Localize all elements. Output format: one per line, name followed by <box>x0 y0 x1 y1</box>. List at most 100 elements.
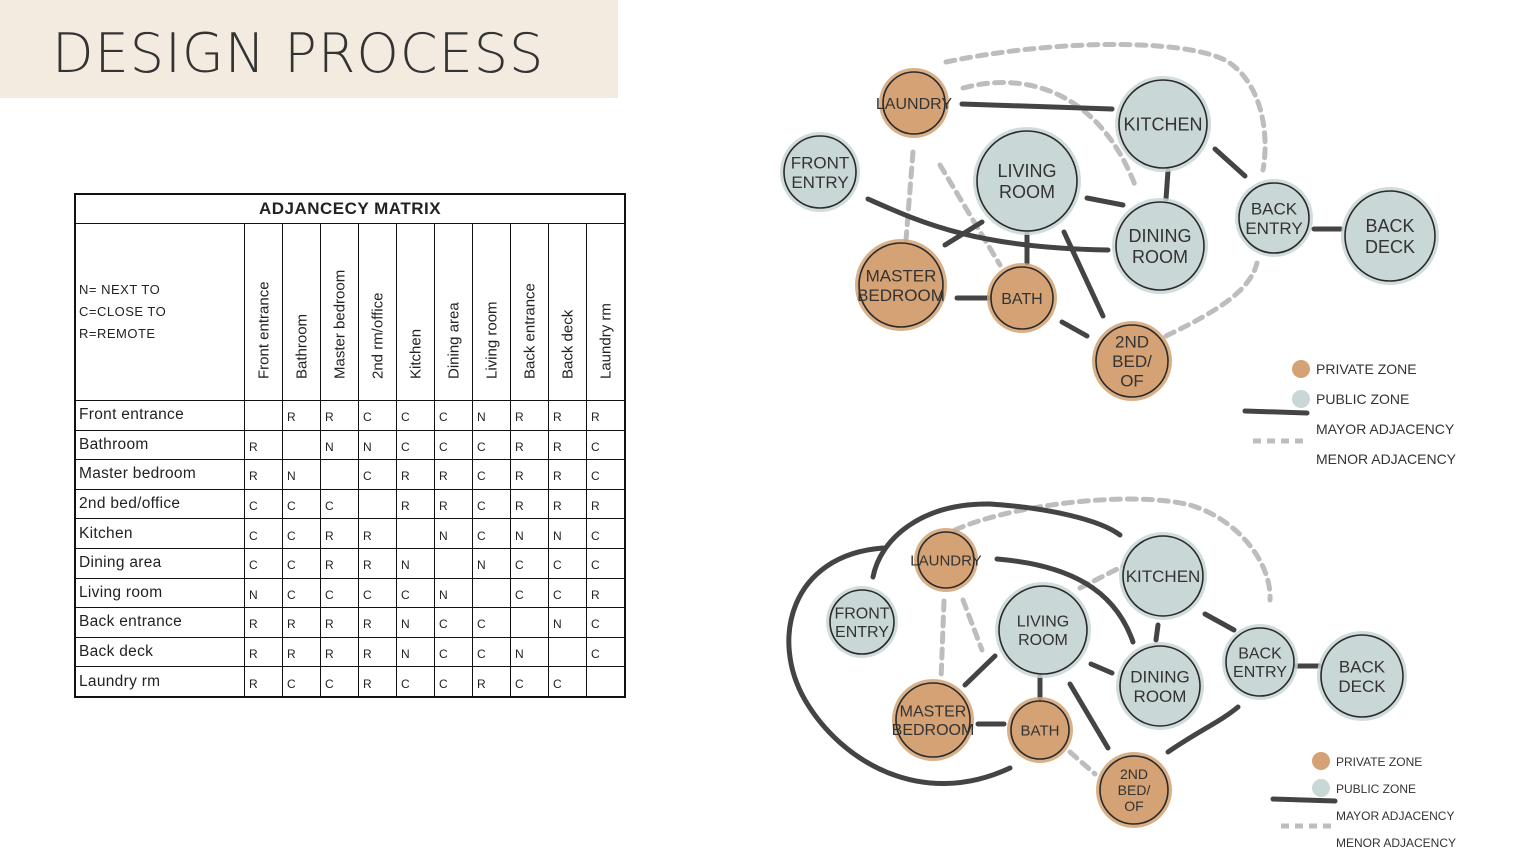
room-circle <box>1225 627 1295 697</box>
row-label: Front entrance <box>74 400 245 431</box>
room-label: MASTER <box>866 266 937 285</box>
major-adjacency-line <box>1212 146 1248 179</box>
room-circle <box>1010 700 1070 760</box>
matrix-cell <box>472 577 511 609</box>
room-circle <box>1115 201 1205 291</box>
room-label: LAUNDRY <box>876 96 953 113</box>
row-label: Master bedroom <box>74 459 245 490</box>
matrix-column-header: Laundry rm <box>586 223 626 401</box>
room-circle <box>976 130 1078 232</box>
minor-adjacency-line <box>1067 749 1098 777</box>
room-label: FRONT <box>791 153 850 172</box>
matrix-cell: R <box>510 429 549 461</box>
room-label: DINING <box>1130 667 1190 686</box>
room-circle <box>783 135 857 209</box>
matrix-cell <box>282 429 321 461</box>
major-adjacency-line <box>1059 319 1090 339</box>
major-adjacency-line <box>962 653 998 688</box>
room-label: 2ND <box>1120 766 1148 782</box>
room-label: ROOM <box>999 182 1055 202</box>
legend-label: PRIVATE ZONE <box>1316 361 1417 377</box>
legend-label: PUBLIC ZONE <box>1316 391 1409 407</box>
legend-label: MENOR ADJACENCY <box>1336 836 1456 850</box>
row-label: Laundry rm <box>74 666 245 698</box>
room-label: LAUNDRY <box>910 552 981 569</box>
bubble-diagram-2: LAUNDRYKITCHENFRONTENTRYLIVINGROOMDINING… <box>786 496 1456 850</box>
matrix-cell: C <box>472 518 511 549</box>
room-circle <box>1099 755 1169 825</box>
matrix-cell: C <box>244 488 283 520</box>
room-label: LIVING <box>1017 614 1069 631</box>
room-circle <box>882 71 946 135</box>
matrix-cell: C <box>434 666 473 698</box>
matrix-cell: R <box>510 400 549 431</box>
legend-label: MAYOR ADJACENCY <box>1336 809 1454 823</box>
page-title: DESIGN PROCESS <box>52 22 545 85</box>
room-label: KITCHEN <box>1126 567 1201 586</box>
room-label: ENTRY <box>1245 219 1302 238</box>
matrix-cell: C <box>282 666 321 698</box>
private-zone-swatch <box>1312 752 1330 770</box>
matrix-cell: C <box>548 577 587 609</box>
room-label: BED/ <box>1118 782 1151 798</box>
matrix-cell: C <box>320 577 359 609</box>
legend-label: PUBLIC ZONE <box>1336 782 1416 796</box>
major-adjacency-line <box>1061 229 1106 319</box>
major-adjacency-line <box>786 545 1013 786</box>
room-label: BED/ <box>1112 352 1152 371</box>
room-label: BEDROOM <box>857 286 945 305</box>
matrix-cell: R <box>320 607 359 638</box>
room-circle <box>998 585 1088 675</box>
row-label: Kitchen <box>74 518 245 549</box>
room-label: BACK <box>1365 216 1414 236</box>
matrix-cell: R <box>358 666 397 698</box>
room-label: 2ND <box>1115 333 1149 352</box>
room-label: BEDROOM <box>892 722 975 739</box>
room-label: ROOM <box>1018 632 1068 649</box>
room-circle <box>1238 182 1310 254</box>
matrix-cell: N <box>396 607 435 638</box>
room-label: BACK <box>1251 199 1298 218</box>
room-node: LAUNDRY <box>876 68 953 138</box>
room-label: FRONT <box>834 606 889 623</box>
matrix-cell: R <box>244 429 283 461</box>
room-circle <box>990 266 1054 330</box>
matrix-cell: C <box>320 666 359 698</box>
room-circle <box>1095 324 1169 398</box>
room-circle <box>1320 634 1404 718</box>
room-circle <box>858 242 944 328</box>
matrix-cell: C <box>396 666 435 698</box>
adjacency-matrix-table: ADJANCECY MATRIX N= NEXT TO C=CLOSE TO R… <box>74 193 626 698</box>
legend-label: MENOR ADJACENCY <box>1316 451 1457 467</box>
room-label: DECK <box>1365 237 1415 257</box>
title-banner <box>0 0 618 98</box>
minor-adjacency-line <box>943 41 1268 173</box>
public-zone-swatch <box>1292 390 1310 408</box>
room-label: DECK <box>1338 677 1386 696</box>
row-label: Back entrance <box>74 607 245 638</box>
room-node: KITCHEN <box>1119 532 1207 620</box>
minor-adjacency-line <box>960 597 985 653</box>
major-adjacency-line <box>1088 661 1115 676</box>
private-zone-swatch <box>1292 360 1310 378</box>
room-label: OF <box>1124 798 1143 814</box>
matrix-cell: R <box>434 459 473 490</box>
major-adjacency-line <box>1163 168 1171 202</box>
room-label: BACK <box>1339 657 1386 676</box>
room-label: ROOM <box>1134 687 1187 706</box>
matrix-cell: C <box>586 429 626 461</box>
matrix-cell: C <box>472 607 511 638</box>
room-label: BATH <box>1001 291 1042 308</box>
